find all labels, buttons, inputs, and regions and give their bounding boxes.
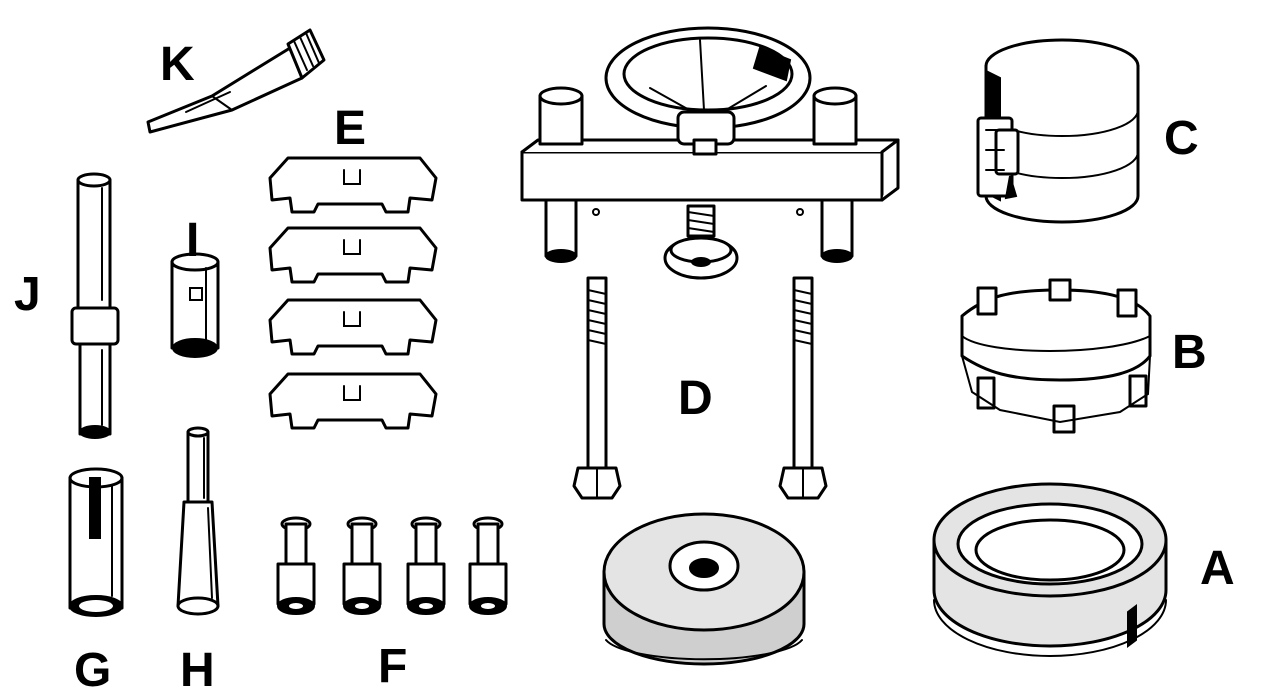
label-g: G	[74, 644, 111, 697]
tool-c-ring-compressor	[976, 38, 1140, 224]
tool-g-slotted-sleeve	[68, 467, 124, 617]
label-j: J	[14, 268, 41, 321]
label-b: B	[1172, 326, 1207, 379]
label-d: D	[678, 372, 713, 425]
label-e: E	[334, 102, 366, 155]
tool-h-driver	[176, 426, 220, 616]
tool-i-sleeve	[170, 252, 220, 358]
tool-b-fluted-ring	[960, 278, 1152, 434]
tool-a-seal-ring	[932, 482, 1168, 657]
label-i: I	[186, 214, 199, 267]
label-h: H	[180, 644, 215, 697]
tool-e-plates	[268, 156, 438, 430]
label-c: C	[1164, 112, 1199, 165]
tool-j-sleeve	[70, 172, 120, 439]
label-f: F	[378, 640, 407, 693]
tool-f-bushings	[276, 516, 508, 615]
label-a: A	[1200, 542, 1235, 595]
label-k: K	[160, 38, 195, 91]
tool-k-grease-tube	[146, 28, 326, 134]
tool-d-puller	[520, 26, 900, 666]
